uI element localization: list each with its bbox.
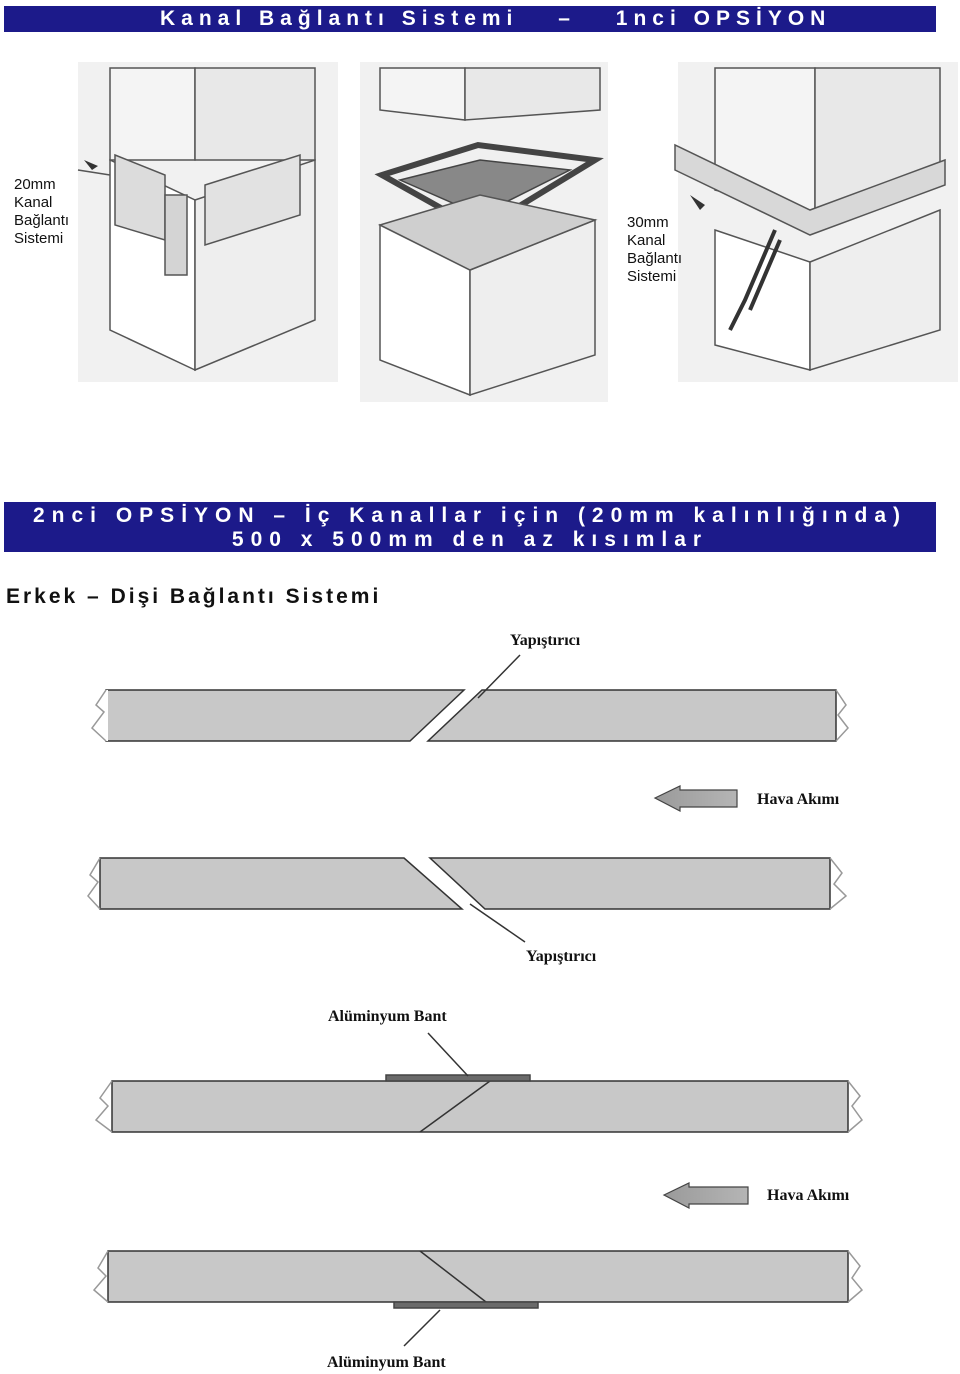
aluminum-tape-bottom	[393, 1301, 539, 1309]
header-title: Kanal Bağlantı Sistemi	[160, 7, 519, 30]
airflow-label-1: Hava Akımı	[757, 791, 840, 808]
label-30mm-system: 30mm Kanal Bağlantı Sistemi	[627, 214, 682, 286]
duct-gasket-illustration	[360, 62, 608, 402]
duct-30mm-illustration	[674, 62, 958, 382]
glued-joint-diagram-2	[87, 857, 848, 943]
header-option: 1nci OPSİYON	[615, 7, 832, 30]
adhesive-label-2: Yapıştırıcı	[526, 948, 597, 965]
tape-pointer-2	[403, 1309, 441, 1347]
adhesive-pointer-2	[469, 903, 526, 943]
label-20mm-line3: Bağlantı	[14, 212, 70, 229]
label-20mm-system: 20mm Kanal Bağlantı Sistemi	[14, 176, 69, 248]
taped-joint-diagram-2	[92, 1250, 864, 1347]
header-dash: –	[558, 7, 576, 30]
adhesive-pointer-1	[477, 654, 521, 699]
panel-right-2	[428, 857, 831, 910]
panel-left-2	[99, 857, 464, 910]
tape-label-1: Alüminyum Bant	[328, 1008, 447, 1025]
header-banner: Kanal Bağlantı Sistemi – 1nci OPSİYON	[4, 6, 936, 32]
adhesive-label-1: Yapıştırıcı	[510, 632, 581, 649]
airflow-label-2: Hava Akımı	[767, 1187, 850, 1204]
panel-3	[111, 1080, 849, 1133]
label-30mm-line4: Sistemi	[627, 268, 677, 285]
panel-right-1	[426, 689, 837, 742]
label-30mm-line1: 30mm	[627, 214, 669, 231]
tape-label-2: Alüminyum Bant	[327, 1354, 446, 1371]
label-20mm-line2: Kanal	[14, 194, 53, 211]
panel-4	[107, 1250, 849, 1303]
option2-line1: 2nci OPSİYON – İç Kanallar için (20mm ka…	[32, 504, 907, 527]
taped-joint-diagram-1	[94, 1032, 864, 1133]
tape-pointer-1	[427, 1032, 469, 1077]
label-20mm-line1: 20mm	[14, 176, 56, 193]
panel-left-1	[105, 689, 466, 742]
option2-banner: 2nci OPSİYON – İç Kanallar için (20mm ka…	[4, 502, 936, 552]
aluminum-tape-top	[385, 1074, 531, 1082]
glued-joint-diagram-1	[90, 654, 849, 742]
airflow-arrow-icon-2	[662, 1182, 749, 1209]
option2-line2: 500 x 500mm den az kısımlar	[231, 528, 709, 551]
duct-connection-illustrations	[77, 62, 958, 402]
duct-20mm-illustration	[77, 62, 338, 382]
airflow-arrow-icon-1	[653, 785, 738, 812]
label-30mm-line3: Bağlantı	[627, 250, 683, 267]
label-30mm-line2: Kanal	[627, 232, 666, 249]
label-20mm-line4: Sistemi	[14, 230, 64, 247]
section-heading: Erkek – Dişi Bağlantı Sistemi	[6, 585, 382, 608]
